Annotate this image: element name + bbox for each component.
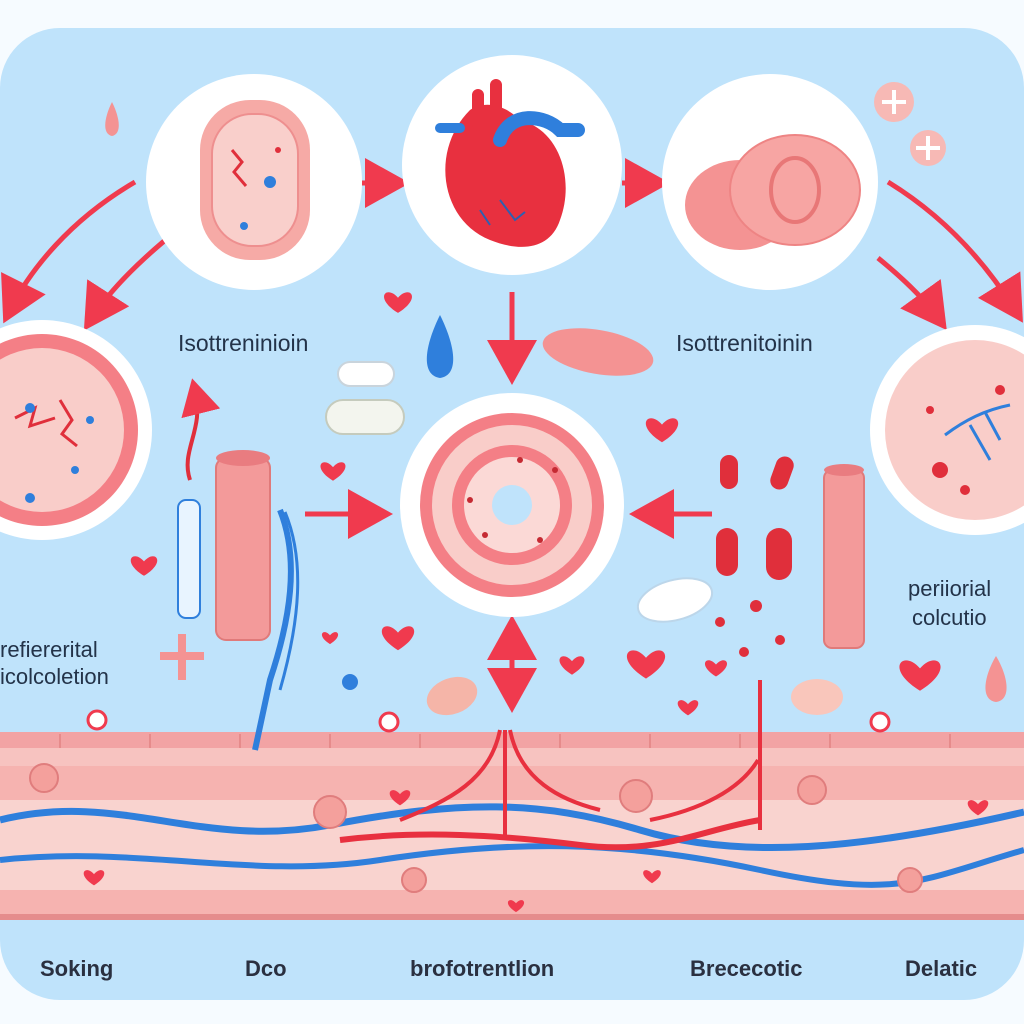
red-blood-cell-icon — [715, 455, 794, 657]
test-tube-icon — [177, 378, 221, 619]
capsule-icon — [325, 328, 843, 716]
medical-cross-icon — [160, 82, 946, 680]
bottom-label-3: brofotrentlion — [410, 956, 555, 981]
vein-line-2 — [0, 843, 1024, 888]
label-side-left-line1: refiererital — [0, 637, 98, 662]
bottom-label-4: Brececotic — [690, 956, 803, 981]
bottom-label-2: Dco — [245, 956, 287, 981]
tissue-circle-left — [0, 320, 152, 540]
droplet-icon — [105, 102, 1007, 702]
pin-markers — [86, 709, 891, 733]
blood-vessel-icon — [215, 450, 300, 751]
label-side-right-line2: colcutio — [912, 605, 987, 630]
bottom-label-5: Delatic — [905, 956, 978, 981]
label-top-right: Isottrenitoinin — [676, 330, 813, 356]
pill-circle — [662, 74, 878, 290]
right-vessel-tube — [823, 464, 865, 649]
tissue-circle-right — [870, 325, 1024, 535]
bottom-label-1: Soking — [40, 956, 114, 981]
heart-organ-circle — [402, 55, 622, 275]
artery-line — [339, 817, 761, 851]
skin-cell-circle — [146, 74, 362, 290]
blood-vessel-tissue-layer — [0, 680, 1024, 920]
label-top-left: Isottreninioin — [178, 330, 309, 356]
label-side-right-line1: periiorial — [908, 576, 992, 601]
label-side-left-line2: icolcoletion — [0, 664, 109, 689]
vessel-cross-section-circle — [400, 393, 624, 617]
